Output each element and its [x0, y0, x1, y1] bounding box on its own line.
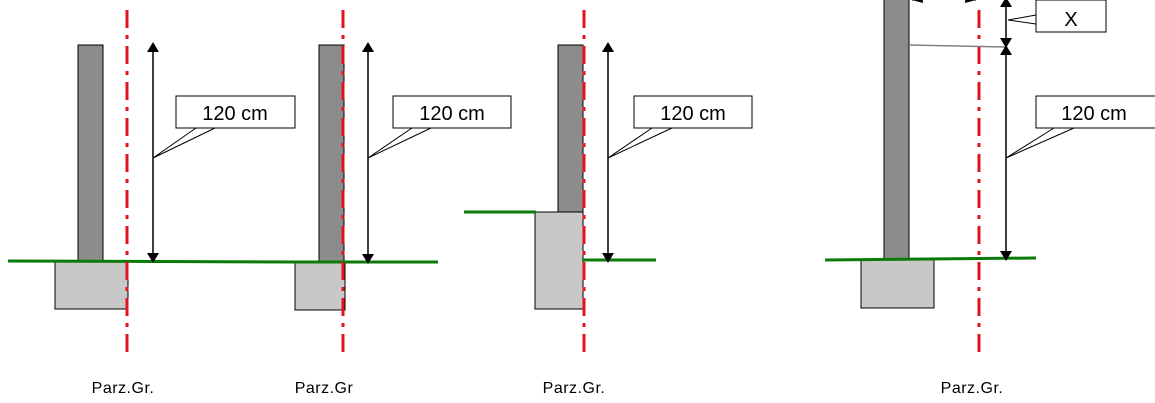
boundary-label: Parz.Gr. — [543, 380, 606, 397]
offset-label-box — [1035, 0, 1107, 33]
fence-post — [557, 44, 584, 213]
height-label: 120 cm — [419, 103, 485, 125]
offset-callout-pointer — [1007, 14, 1037, 25]
callout-pointer — [1005, 127, 1075, 159]
boundary-label: Parz.Gr. — [941, 380, 1004, 397]
retaining-wall-block — [534, 211, 584, 310]
height-label: 120 cm — [660, 103, 726, 125]
offset-label: X — [1064, 9, 1077, 31]
reference-line — [908, 44, 1006, 48]
height-label-box — [175, 95, 296, 129]
ground-line — [7, 259, 301, 264]
boundary-label: Parz.Gr — [295, 380, 354, 397]
panel-3: 120 cm Parz.Gr. — [464, 10, 753, 397]
callout-pointer — [152, 127, 216, 159]
ground-line — [824, 256, 1037, 262]
callout-pointer — [607, 127, 673, 159]
panel-1: 120 cm Parz.Gr. — [7, 10, 301, 397]
arrowhead — [965, 0, 976, 3]
boundary-label: Parz.Gr. — [92, 380, 155, 397]
panel-2: 120 cm Parz.Gr — [290, 10, 512, 397]
height-label: 120 cm — [1061, 103, 1127, 125]
height-label-box — [1035, 95, 1155, 129]
height-label-box — [633, 95, 753, 129]
height-label: 120 cm — [202, 103, 268, 125]
fence-post — [318, 44, 345, 263]
foundation-block — [54, 260, 129, 310]
fence-post — [77, 44, 104, 262]
panel-4: X 120 cm Parz.Gr. — [824, 0, 1155, 397]
foundation-block — [860, 259, 935, 309]
height-label-box — [392, 95, 512, 129]
foundation-block — [294, 261, 346, 311]
arrowhead — [912, 0, 923, 3]
fence-post — [883, 0, 910, 261]
callout-pointer — [367, 127, 432, 159]
